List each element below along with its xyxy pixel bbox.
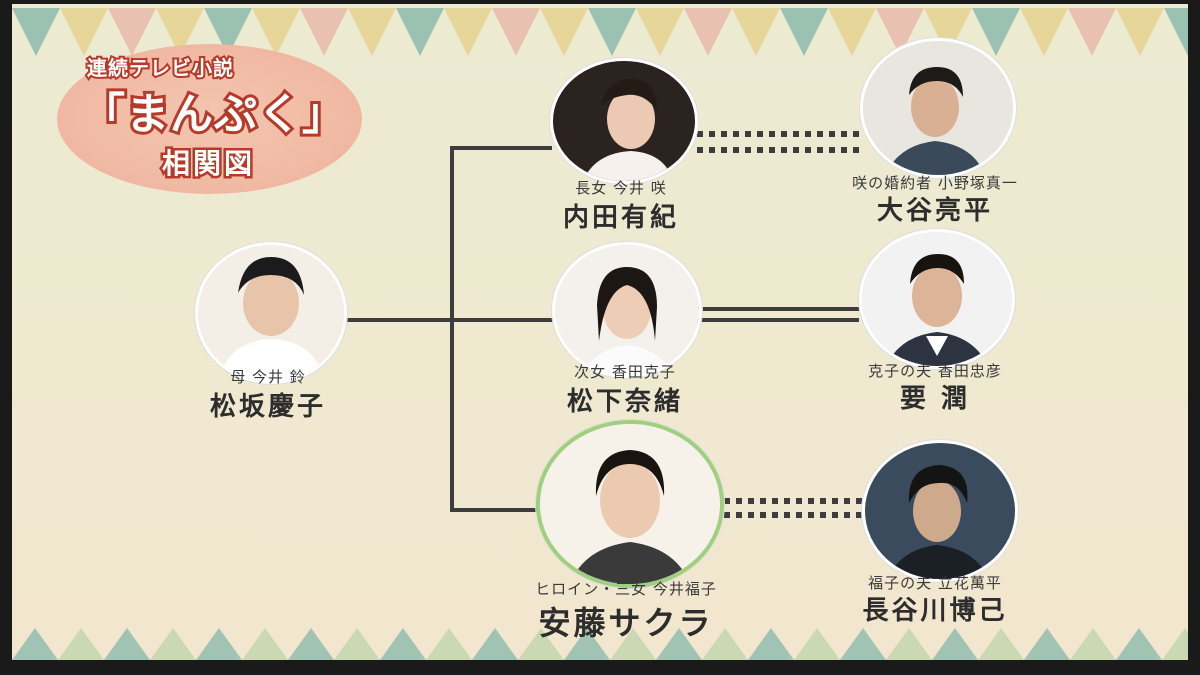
pennant-flag: [1116, 8, 1164, 56]
mother-portrait-icon: [195, 242, 347, 384]
border-triangle: [610, 628, 656, 660]
eldest-portrait-icon: [550, 58, 698, 184]
heroine-husband-actor-name: 長谷川博己: [862, 596, 1008, 626]
pennant-flag: [684, 8, 732, 56]
border-triangle: [288, 628, 334, 660]
pennant-flag: [60, 8, 108, 56]
second-actor-name: 松下奈緒: [566, 387, 683, 417]
border-triangle: [1116, 628, 1162, 660]
relation-lines: [344, 131, 862, 518]
border-triangle: [702, 628, 748, 660]
pennant-flag: [732, 8, 780, 56]
pennant-flag: [540, 8, 588, 56]
pennant-flag: [636, 8, 684, 56]
pennant-flag: [156, 8, 204, 56]
bottom-triangle-border: [12, 628, 1188, 660]
border-triangle: [426, 628, 472, 660]
eldest-actor-name: 内田有紀: [562, 203, 679, 233]
pennant-flag: [1164, 8, 1188, 56]
pennant-flag: [108, 8, 156, 56]
pennant-flag: [780, 8, 828, 56]
pennant-flag: [204, 8, 252, 56]
border-triangle: [380, 628, 426, 660]
border-triangle: [656, 628, 702, 660]
border-triangle: [150, 628, 196, 660]
pennant-flag: [588, 8, 636, 56]
series-label: 連続テレビ小説: [85, 54, 235, 82]
fiance-role: 咲の婚約者 小野塚真一: [852, 174, 1018, 192]
border-triangle: [12, 628, 58, 660]
eldest-role: 長女 今井 咲: [575, 179, 667, 197]
border-triangle: [104, 628, 150, 660]
border-triangle: [794, 628, 840, 660]
pennant-flag: [396, 8, 444, 56]
border-triangle: [886, 628, 932, 660]
border-triangle: [932, 628, 978, 660]
border-triangle: [1070, 628, 1116, 660]
heroine-husband-portrait-icon: [862, 440, 1018, 582]
heroine-actor-name: 安藤サクラ: [538, 604, 714, 642]
pennant-flag: [972, 8, 1020, 56]
chart-label: 相関図: [159, 145, 256, 183]
heroine-role: ヒロイン・三女 今井福子: [535, 580, 717, 598]
heroine-husband-role: 福子の夫 立花萬平: [868, 574, 1002, 592]
pennant-flag: [300, 8, 348, 56]
pennant-banner: [12, 8, 1188, 56]
second-husband-role: 克子の夫 香田忠彦: [868, 362, 1002, 380]
title-background-blob: [57, 44, 362, 194]
second-portrait-icon: [552, 242, 702, 378]
tv-screen: 連続テレビ小説 「まんぷく」 相関図 母 今井 鈴 松坂慶子 長女 今井 咲 内…: [12, 4, 1188, 660]
second-role: 次女 香田克子: [574, 363, 676, 381]
border-triangle: [518, 628, 564, 660]
border-triangle: [334, 628, 380, 660]
pennant-flag: [492, 8, 540, 56]
border-triangle: [196, 628, 242, 660]
pennant-flag: [252, 8, 300, 56]
pennant-flag: [876, 8, 924, 56]
mother-actor-name: 松坂慶子: [209, 392, 326, 422]
pennant-flag: [12, 8, 60, 56]
pennant-flag: [1020, 8, 1068, 56]
pennant-flag: [828, 8, 876, 56]
border-triangle: [472, 628, 518, 660]
mother-role: 母 今井 鈴: [230, 368, 306, 386]
drama-title: 「まんぷく」: [79, 87, 348, 143]
second-husband-actor-name: 要 潤: [899, 384, 971, 414]
fiance-actor-name: 大谷亮平: [876, 196, 993, 226]
border-triangle: [978, 628, 1024, 660]
border-triangle: [242, 628, 288, 660]
pennant-flag: [924, 8, 972, 56]
heroine-portrait-icon: [536, 420, 724, 588]
border-triangle: [1162, 628, 1188, 660]
pennant-flag: [1068, 8, 1116, 56]
pennant-flag: [444, 8, 492, 56]
border-triangle: [564, 628, 610, 660]
pennant-flag: [348, 8, 396, 56]
border-triangle: [748, 628, 794, 660]
fiance-portrait-icon: [860, 38, 1016, 178]
second-husband-portrait-icon: [859, 229, 1015, 369]
border-triangle: [840, 628, 886, 660]
border-triangle: [58, 628, 104, 660]
border-triangle: [1024, 628, 1070, 660]
